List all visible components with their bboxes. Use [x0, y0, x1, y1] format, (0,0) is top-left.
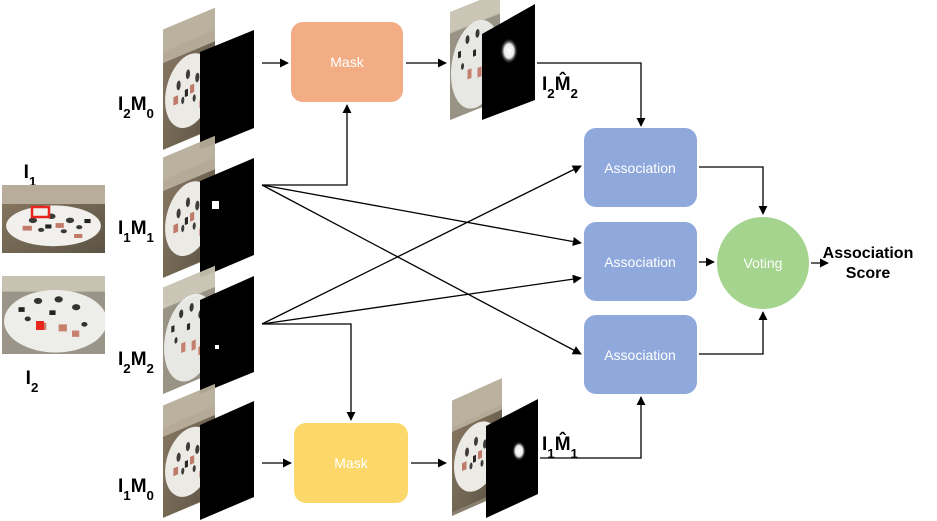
arrow-assoc3-to-voting — [699, 311, 768, 355]
output-label-line2: Score — [846, 265, 891, 282]
connections — [261, 58, 829, 468]
association-box-3-label: Association — [604, 347, 676, 363]
mask-box-bottom: Mask — [294, 423, 408, 503]
predicted-mask-bottom — [486, 399, 538, 518]
target-region-marker — [36, 321, 44, 330]
pair-i1m1-hat — [452, 378, 538, 518]
arrow-i2m2hat-to-assoc1 — [537, 62, 646, 127]
arrow-i1m1hat-to-assoc3 — [540, 396, 646, 459]
pair-i2m0 — [163, 7, 254, 150]
voting-label: Voting — [744, 255, 783, 271]
arrow-i1m1-to-assoc2 — [261, 184, 582, 247]
label-i1m1: I1M1 — [118, 218, 155, 245]
mask-box-bottom-label: Mask — [334, 455, 368, 471]
label-i2m2: I2M2 — [118, 349, 154, 376]
arrow-assoc1-to-voting — [699, 166, 768, 215]
voting-node: Voting — [717, 217, 809, 309]
mask-m0-top — [200, 30, 254, 150]
mask-m2 — [200, 276, 254, 394]
arrow-i2m2-to-mask-bottom — [262, 323, 356, 421]
label-i2m0: I2M0 — [118, 94, 154, 121]
mask-box-top-label: Mask — [330, 54, 364, 70]
association-box-1-label: Association — [604, 160, 676, 176]
arrow-i2m2-to-assoc1 — [261, 165, 582, 325]
label-i1: I1 — [24, 162, 37, 189]
pair-i1m1 — [163, 135, 254, 278]
label-i1m0: I1M0 — [118, 476, 154, 503]
arrow-i1m1-to-mask-top — [262, 104, 352, 186]
query-region-marker — [30, 205, 51, 219]
association-box-3: Association — [584, 315, 697, 394]
input-image-i1 — [2, 185, 105, 253]
output-label-line1: Association — [823, 245, 914, 262]
pair-i2m2-hat — [450, 0, 535, 120]
label-i2m2-hat: I2M̂2 — [542, 73, 578, 101]
association-box-2-label: Association — [604, 254, 676, 270]
mask-box-top: Mask — [291, 22, 403, 102]
mask-m0-bottom — [200, 401, 254, 520]
label-i1m1-hat: I1M̂1 — [542, 433, 579, 461]
pair-i2m2 — [163, 265, 254, 394]
arrow-i1m1-to-assoc3 — [261, 184, 582, 355]
input-image-i2 — [2, 276, 105, 354]
mask-m1 — [200, 158, 254, 278]
label-i2: I2 — [26, 368, 39, 395]
association-box-1: Association — [584, 128, 697, 207]
arrow-i2m2-to-assoc2 — [261, 274, 582, 325]
association-box-2: Association — [584, 222, 697, 301]
pair-i1m0 — [163, 383, 254, 520]
